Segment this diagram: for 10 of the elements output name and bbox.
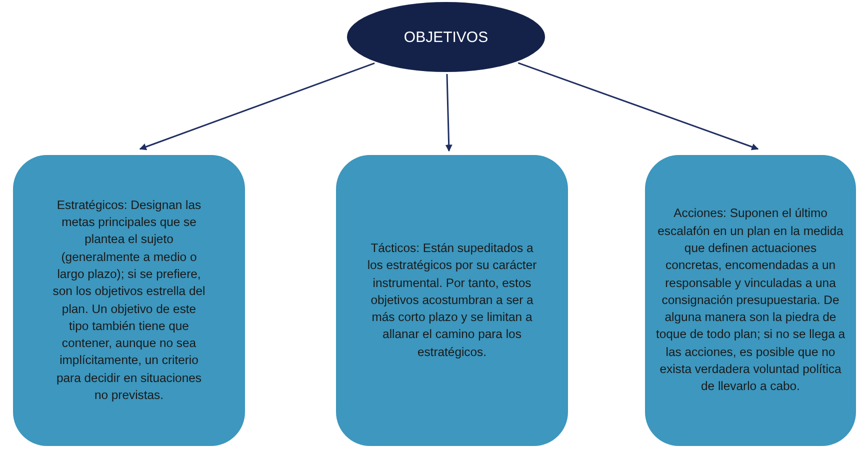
description-card [336,155,568,446]
arrow [445,74,452,152]
description-card [13,155,245,446]
arrow [518,62,759,150]
description-text: Acciones: Suponen el último escalafón en un plan en la medida que definen actuaciones concretas, encomendadas a un responsable y vinculadas a una consignación presupuestaria. De alguna manera son la piedra de toque de todo plan; si no se llega a las acciones, es posible que no exista verdadera voluntad política de llevarlo a cabo. [655,205,846,396]
node-title: OBJETIVOS [404,28,488,46]
arrow [139,62,375,150]
description-text: Estratégicos: Designan las metas principales que se plantea el sujeto (generalmente a medio o largo plazo); si se prefiere, son los objetivos estrella del plan. Un objetivo de este tipo también tiene que contener, aunque no sea implícitamente, un criterio para decidir en situaciones no previstas. [52,196,206,404]
description-card [645,155,856,446]
description-text: Tácticos: Están supeditados a los estratégicos por su carácter instrumental. Por tanto, estos objetivos acostumbran a ser a más corto plazo y se limitan a allanar el camino para los estratégicos. [366,240,538,361]
